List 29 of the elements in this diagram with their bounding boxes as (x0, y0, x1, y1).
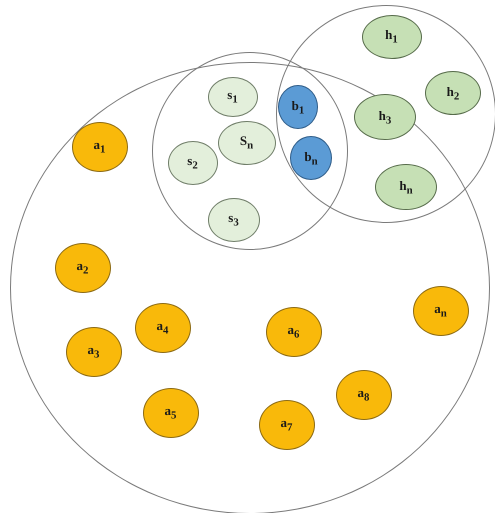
node-label: h$_{n}$ (399, 178, 413, 196)
element-ellipse (354, 94, 416, 140)
node-label: a$_{3}$ (88, 342, 100, 361)
node-label: s$_{2}$ (187, 153, 198, 172)
element-ellipse (208, 198, 260, 242)
element-ellipse (208, 76, 258, 116)
node-label: a$_{5}$ (164, 403, 176, 422)
element-circle (278, 85, 318, 129)
node-label: S$_{n}$ (240, 133, 254, 152)
node-label: a$_{8}$ (358, 385, 370, 404)
element-ellipse (168, 140, 218, 184)
node-label: a$_{7}$ (280, 415, 292, 434)
element-circle (290, 136, 332, 180)
node-label: h$_{1}$ (385, 27, 398, 46)
element-ellipse (218, 120, 276, 164)
node-label: b$_{n}$ (304, 148, 318, 168)
element-circle (72, 122, 128, 172)
node-label: a$_{4}$ (156, 318, 168, 337)
node-label: h$_{2}$ (446, 84, 460, 102)
node-label: a$_{1}$ (94, 137, 106, 156)
node-label: b$_{1}$ (292, 98, 304, 116)
node-label: a$_{2}$ (76, 258, 88, 277)
element-ellipse (375, 164, 437, 210)
element-ellipse (362, 14, 422, 58)
node-label: a$_{6}$ (288, 322, 300, 341)
node-label: s$_{1}$ (227, 87, 238, 106)
node-label: h$_{3}$ (378, 108, 392, 126)
node-label: s$_{3}$ (228, 210, 239, 229)
node-label: a$_{n}$ (434, 301, 447, 320)
